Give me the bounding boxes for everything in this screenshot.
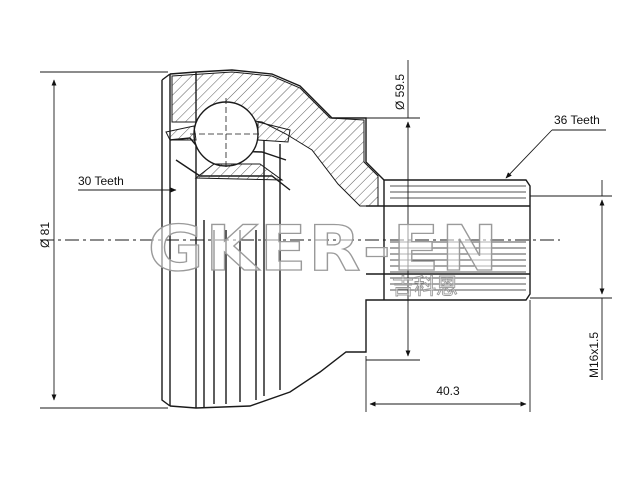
spline-teeth [390, 185, 526, 291]
inner-race-hatch [194, 163, 284, 181]
label-shaft-length: 40.3 [436, 384, 460, 398]
label-outer-teeth: 36 Teeth [554, 113, 600, 127]
label-inner-diameter: Ø 59.5 [393, 74, 407, 110]
label-outer-diameter: Ø 81 [38, 222, 52, 248]
dim-thread [530, 180, 612, 380]
cage-right [257, 121, 291, 143]
label-inner-teeth: 30 Teeth [78, 174, 124, 188]
dim-shaft-length [365, 300, 531, 412]
dim-outer-diameter [40, 71, 168, 409]
dim-inner-diameter [366, 60, 420, 361]
label-thread: M16x1.5 [587, 332, 601, 378]
watermark-subtitle: 吉科恩 [392, 275, 458, 300]
watermark-brand: GKER-EN [148, 212, 500, 285]
cage-left [165, 125, 197, 141]
leader-outer-teeth [505, 129, 606, 179]
